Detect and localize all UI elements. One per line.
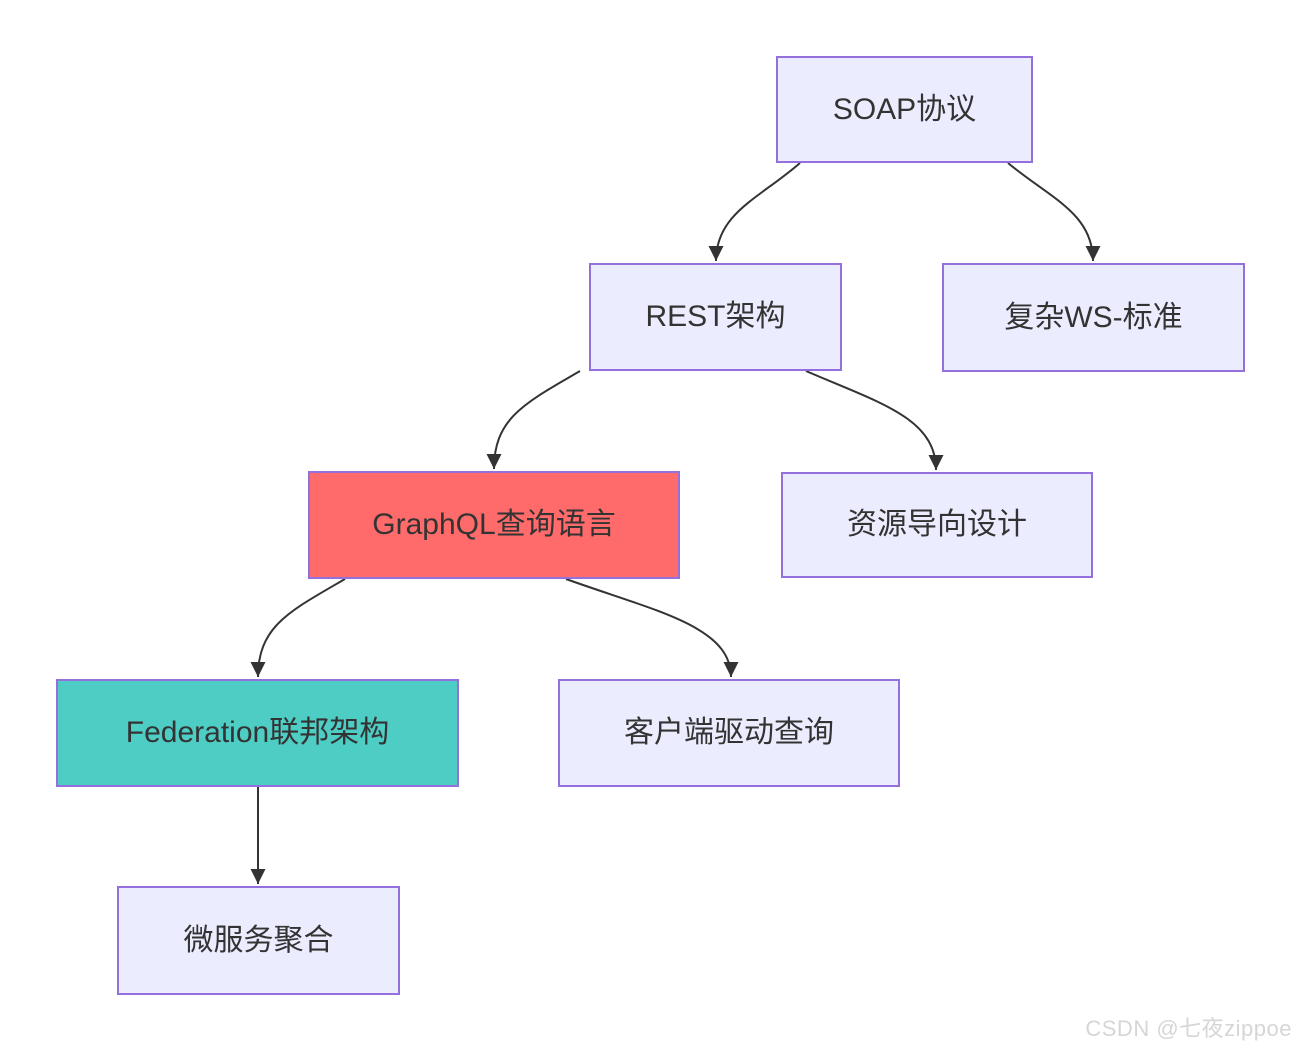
node-microservice: 微服务聚合 <box>117 886 400 995</box>
node-soap-label: SOAP协议 <box>832 92 977 126</box>
node-resource-label: 资源导向设计 <box>847 508 1027 541</box>
node-rest: REST架构 <box>589 263 842 371</box>
node-federation-label: Federation联邦架构 <box>125 716 390 749</box>
edge-rest-resource <box>805 370 944 471</box>
edge-graphql-federation <box>250 578 346 678</box>
node-client-label: 客户端驱动查询 <box>624 716 834 749</box>
edge-soap-ws <box>1007 162 1101 262</box>
node-ws: 复杂WS-标准 <box>942 263 1245 372</box>
node-rest-label: REST架构 <box>645 300 786 333</box>
watermark: CSDN @七夜zippoe <box>1085 1016 1292 1041</box>
node-client: 客户端驱动查询 <box>558 679 900 787</box>
node-graphql: GraphQL查询语言 <box>308 471 680 579</box>
node-graphql-label: GraphQL查询语言 <box>372 508 616 541</box>
edge-rest-graphql <box>486 370 581 470</box>
node-federation: Federation联邦架构 <box>56 679 459 787</box>
node-resource: 资源导向设计 <box>781 472 1093 578</box>
node-microservice-label: 微服务聚合 <box>183 923 334 957</box>
edge-graphql-client <box>565 578 739 678</box>
node-ws-label: 复杂WS-标准 <box>1004 300 1183 334</box>
node-soap: SOAP协议 <box>776 56 1033 163</box>
edge-soap-rest <box>708 162 801 262</box>
